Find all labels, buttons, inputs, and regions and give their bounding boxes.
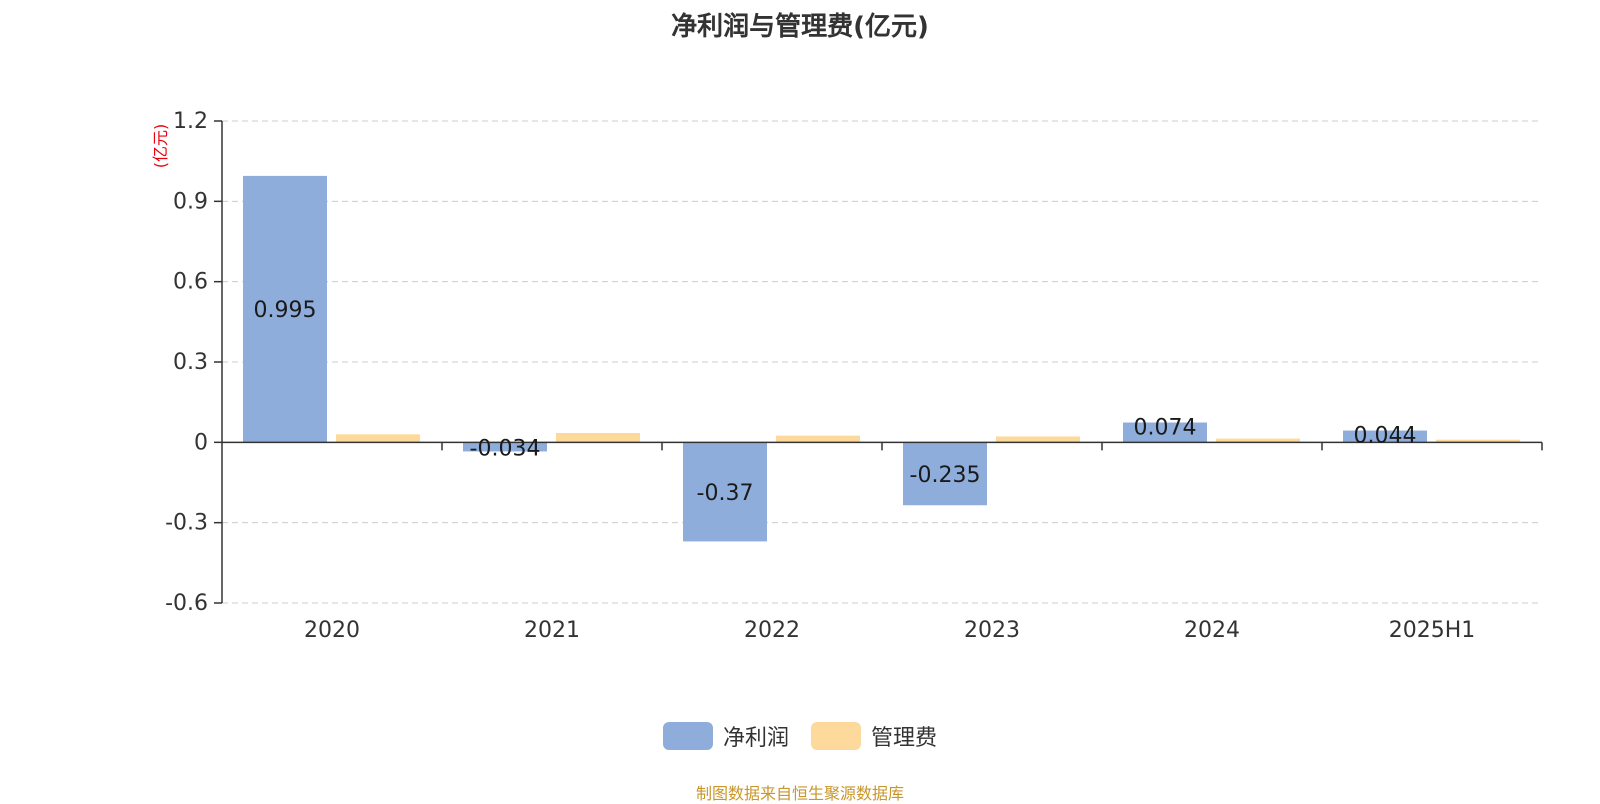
bar-management-fee-2021 xyxy=(556,432,640,443)
legend-item-net-profit[interactable]: 净利润 xyxy=(662,720,789,752)
legend-label-management-fee: 管理费 xyxy=(871,726,938,751)
legend-label-net-profit: 净利润 xyxy=(722,726,789,751)
bar-chart: 1.2 0.9 0.6 0.3 0 -0.3 -0.6 (亿元) 2020 2021 2022 202… xyxy=(151,109,1543,643)
data-label-2025H1: 0.044 xyxy=(1354,424,1417,449)
bar-management-fee-2023 xyxy=(996,436,1080,443)
bar-management-fee-2024 xyxy=(1216,438,1300,443)
x-tick-label-2: 2022 xyxy=(744,618,800,643)
x-tick-label-1: 2021 xyxy=(524,618,580,643)
y-tick-label-1: 0.9 xyxy=(173,189,208,214)
bar-net-profit-2021 xyxy=(463,442,547,452)
legend-swatch-net-profit xyxy=(662,722,713,750)
bar-net-profit-2023 xyxy=(903,442,987,506)
y-tick-label-2: 0.6 xyxy=(173,270,208,295)
x-tick-label-5: 2025H1 xyxy=(1389,618,1476,643)
x-tick-label-4: 2024 xyxy=(1184,618,1240,643)
y-axis-title: (亿元) xyxy=(151,124,170,169)
legend: 净利润 管理费 xyxy=(0,720,1600,752)
y-tick-label-6: -0.6 xyxy=(165,591,208,616)
y-tick-label-5: -0.3 xyxy=(165,511,208,536)
y-tick-label-0: 1.2 xyxy=(173,109,208,134)
data-label-2023: -0.235 xyxy=(910,463,981,488)
data-label-2022: -0.37 xyxy=(697,481,754,506)
bar-management-fee-2025H1 xyxy=(1436,439,1520,443)
bar-net-profit-2024 xyxy=(1123,422,1207,443)
x-tick-label-3: 2023 xyxy=(964,618,1020,643)
legend-swatch-management-fee xyxy=(811,722,861,750)
bar-net-profit-2025H1 xyxy=(1343,430,1427,443)
data-label-2021: -0.034 xyxy=(470,436,541,461)
bar-management-fee-2022 xyxy=(776,435,860,443)
x-tick-label-0: 2020 xyxy=(304,618,360,643)
bar-management-fee-2020 xyxy=(336,434,420,443)
y-tick-label-3: 0.3 xyxy=(173,350,208,375)
data-label-2024: 0.074 xyxy=(1134,416,1197,441)
data-label-2020: 0.995 xyxy=(254,298,317,323)
y-tick-label-4: 0 xyxy=(194,430,208,455)
chart-title: 净利润与管理费(亿元) xyxy=(671,12,929,42)
bar-net-profit-2020 xyxy=(243,175,327,443)
legend-item-management-fee[interactable]: 管理费 xyxy=(811,720,937,752)
bar-net-profit-2022 xyxy=(683,442,767,542)
source-note: 制图数据来自恒生聚源数据库 xyxy=(695,784,904,803)
